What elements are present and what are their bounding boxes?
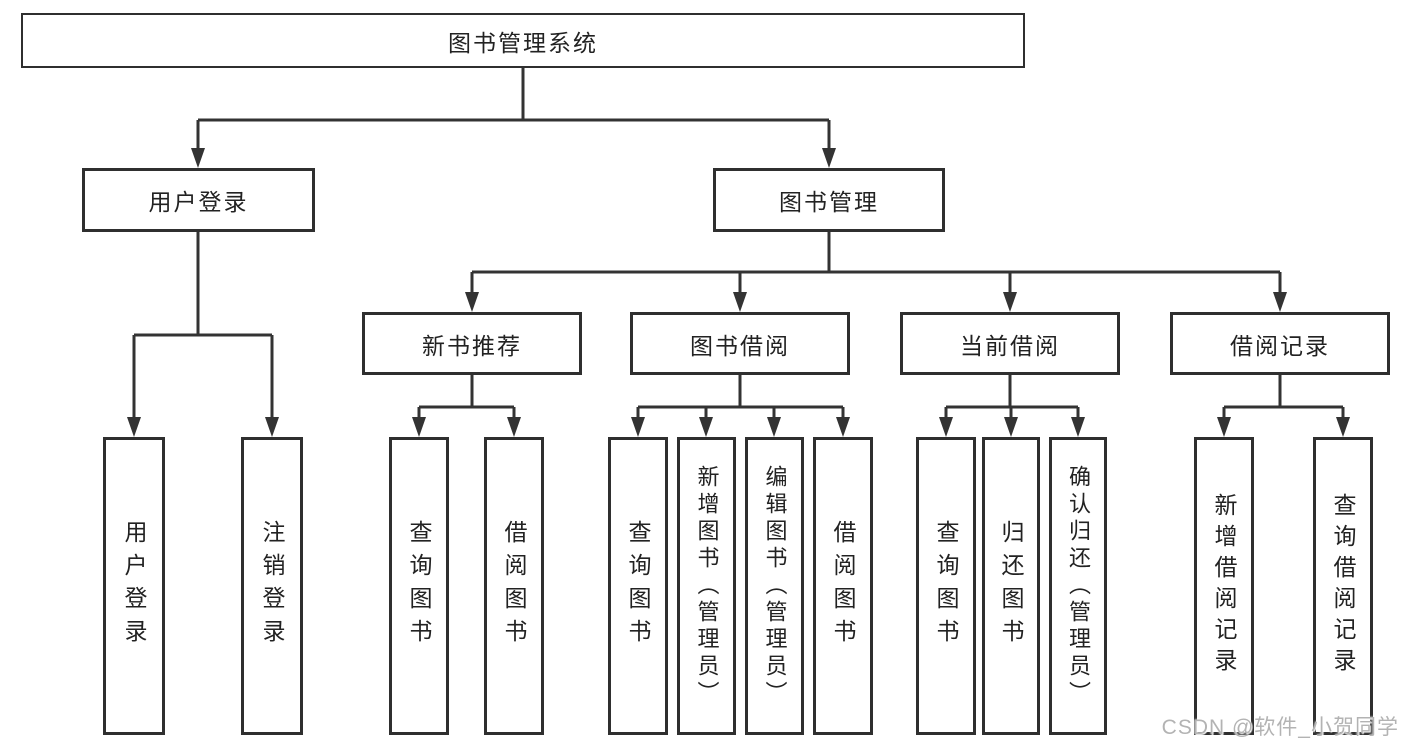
node-root: 图书管理系统: [21, 13, 1025, 68]
node-book-borrow-label: 图书借阅: [690, 332, 790, 359]
leaf-return-books-label: 归还图书: [998, 520, 1024, 652]
node-borrow-records: 借阅记录: [1170, 312, 1390, 375]
node-new-book-recommend: 新书推荐: [362, 312, 582, 375]
leaf-borrow-books-2: 借阅图书: [813, 437, 873, 735]
leaf-add-books-admin: 新增图书（管理员）: [677, 437, 736, 735]
node-user-login-label: 用户登录: [148, 189, 249, 215]
leaf-edit-books-admin: 编辑图书（管理员）: [745, 437, 804, 735]
leaf-query-books-2: 查询图书: [608, 437, 668, 735]
leaf-query-books-1-label: 查询图书: [406, 520, 432, 652]
leaf-add-books-admin-label: 新增图书（管理员）: [694, 464, 720, 708]
node-user-login: 用户登录: [82, 168, 315, 232]
leaf-borrow-books-2-label: 借阅图书: [830, 520, 856, 652]
leaf-return-books: 归还图书: [982, 437, 1040, 735]
node-current-borrow-label: 当前借阅: [960, 332, 1060, 359]
leaf-query-books-2-label: 查询图书: [625, 520, 651, 652]
leaf-confirm-return-admin: 确认归还（管理员）: [1049, 437, 1107, 735]
node-root-label: 图书管理系统: [448, 29, 598, 56]
node-book-management-label: 图书管理: [779, 189, 879, 215]
leaf-user-login-label: 用户登录: [121, 520, 147, 652]
csdn-watermark: CSDN @软件_小贺同学: [1161, 716, 1399, 739]
leaf-borrow-books-1: 借阅图书: [484, 437, 544, 735]
leaf-query-books-3: 查询图书: [916, 437, 976, 735]
node-current-borrow: 当前借阅: [900, 312, 1120, 375]
leaf-query-borrow-record: 查询借阅记录: [1313, 437, 1373, 735]
node-new-book-recommend-label: 新书推荐: [422, 332, 522, 359]
node-book-borrow: 图书借阅: [630, 312, 850, 375]
leaf-logout: 注销登录: [241, 437, 303, 735]
node-borrow-records-label: 借阅记录: [1230, 332, 1330, 359]
arrowheads: [127, 148, 1350, 437]
node-book-management: 图书管理: [713, 168, 945, 232]
leaf-query-borrow-record-label: 查询借阅记录: [1330, 493, 1356, 679]
leaf-user-login: 用户登录: [103, 437, 165, 735]
leaf-add-borrow-record: 新增借阅记录: [1194, 437, 1254, 735]
leaf-confirm-return-admin-label: 确认归还（管理员）: [1066, 464, 1091, 708]
leaf-add-borrow-record-label: 新增借阅记录: [1211, 493, 1237, 679]
leaf-query-books-1: 查询图书: [389, 437, 449, 735]
leaf-query-books-3-label: 查询图书: [933, 520, 959, 652]
leaf-edit-books-admin-label: 编辑图书（管理员）: [762, 464, 788, 708]
leaf-borrow-books-1-label: 借阅图书: [501, 520, 527, 652]
leaf-logout-label: 注销登录: [259, 520, 285, 652]
